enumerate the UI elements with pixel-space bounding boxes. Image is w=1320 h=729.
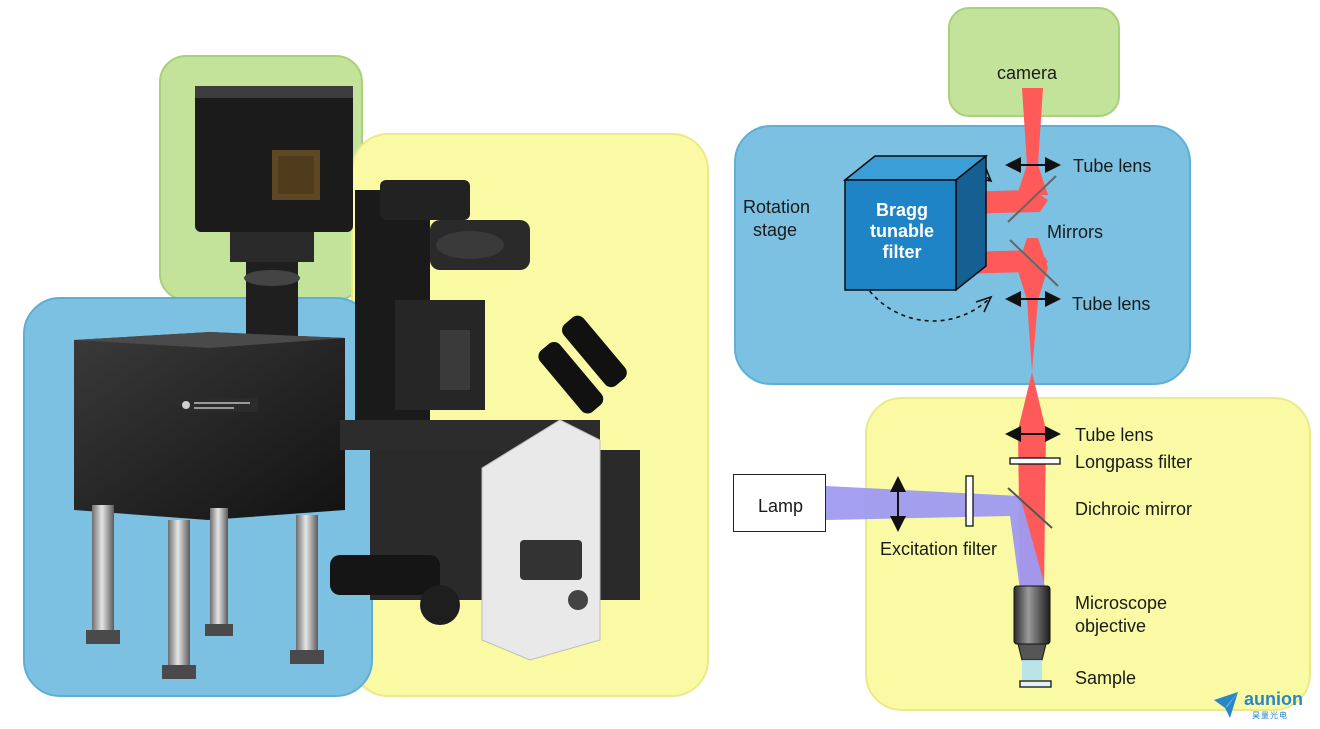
rotation-stage-label-1: Rotation	[743, 197, 811, 217]
logo-subtitle: 昊量光电	[1252, 711, 1288, 720]
support-legs	[86, 505, 324, 679]
excitation-filter-label: Excitation filter	[880, 539, 998, 559]
aunion-logo-icon	[1214, 692, 1238, 718]
longpass-filter-label: Longpass filter	[1075, 452, 1193, 472]
excitation-filter-plate	[965, 475, 974, 527]
bragg-label-line-2: tunable	[869, 221, 934, 241]
tube-lens-mid-label: Tube lens	[1072, 294, 1151, 314]
sample-label: Sample	[1075, 668, 1137, 688]
microscope-objective-icon	[1013, 585, 1051, 680]
longpass-filter-plate	[1009, 457, 1061, 465]
bragg-filter-cube	[842, 154, 989, 292]
lamp-label: Lamp	[758, 496, 804, 516]
inverted-microscope-body	[330, 180, 640, 661]
logo-name: aunion	[1244, 689, 1303, 709]
camera-label: camera	[997, 63, 1058, 83]
tube-lens-lower-label: Tube lens	[1075, 425, 1154, 445]
sample-slide	[1019, 680, 1052, 688]
upper-mirror	[1007, 175, 1057, 223]
lamp-box	[733, 474, 826, 532]
camera-body-icon	[195, 86, 353, 342]
mirrors-label: Mirrors	[1047, 222, 1103, 242]
lower-mirror	[1009, 239, 1059, 287]
microscope-region	[865, 397, 1311, 711]
microscope-objective-label-1: Microscope	[1075, 593, 1168, 613]
bragg-label-line-3: filter	[882, 242, 922, 262]
hyperspectral-imager-box	[74, 332, 345, 520]
optical-schematic	[734, 7, 1311, 711]
microscope-objective-label-2: objective	[1075, 616, 1147, 636]
dichroic-mirror	[1007, 487, 1053, 529]
rotation-stage-label-2: stage	[753, 220, 798, 240]
tube-lens-top-label: Tube lens	[1073, 156, 1152, 176]
bragg-label-line-1: Bragg	[875, 200, 928, 220]
bragg-filter-label: Bragg tunable filter	[846, 200, 958, 263]
dichroic-mirror-label: Dichroic mirror	[1075, 499, 1192, 519]
microscope-photo	[23, 55, 709, 697]
excitation-beam	[826, 486, 1046, 590]
